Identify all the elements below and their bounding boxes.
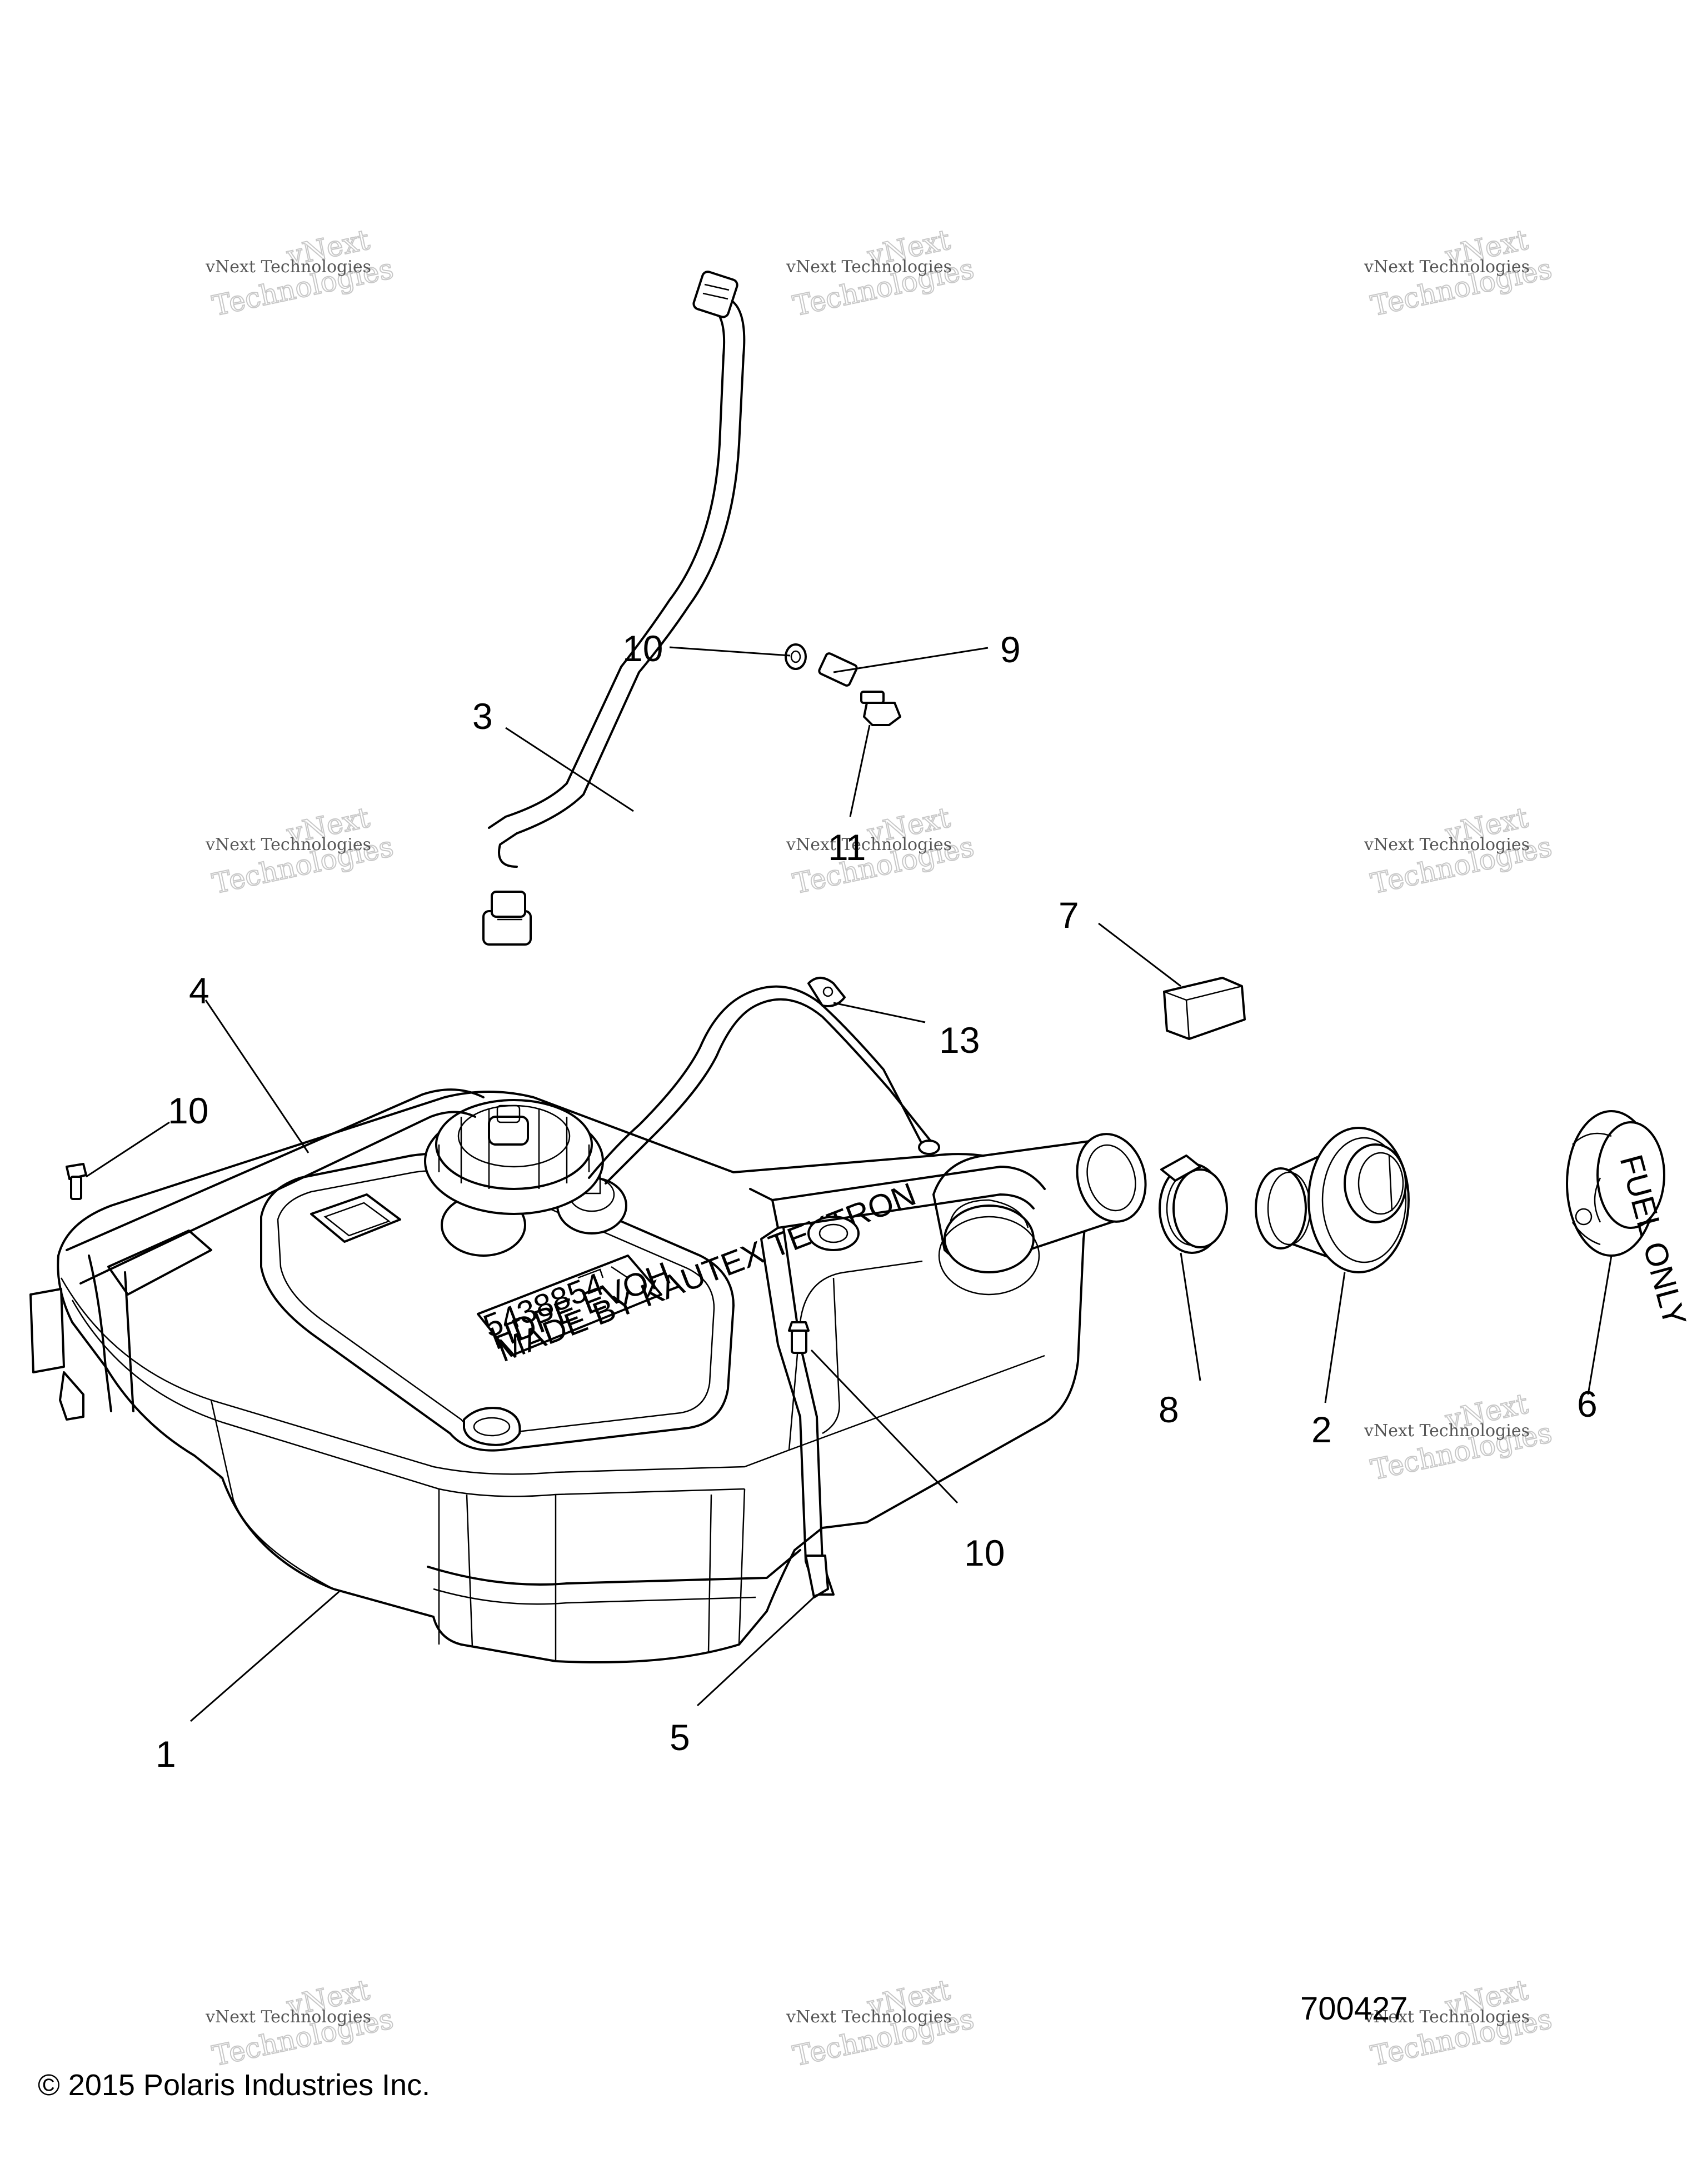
watermark: Technologies vNext vNext Technologies (786, 223, 977, 323)
callout-10-left: 10 (168, 1090, 208, 1131)
hose-clip-part-13 (807, 977, 846, 1007)
push-nut-part-12 (785, 643, 807, 670)
callout-6: 6 (1577, 1383, 1598, 1425)
hose-clamp-part-8 (1159, 1155, 1228, 1254)
strap-part-5 (749, 1166, 1046, 1598)
watermark: Technologies vNext vNext Technologies (1364, 801, 1555, 901)
leader-lines (86, 646, 1613, 1722)
copyright-notice: © 2015 Polaris Industries Inc. (38, 2068, 431, 2102)
bolt-part-10-left (66, 1163, 87, 1200)
watermark: Technologies vNext vNext Technologies (1364, 223, 1555, 323)
watermark: Technologies vNext vNext Technologies (205, 1973, 397, 2073)
svg-text:vNext Technologies: vNext Technologies (1364, 835, 1530, 854)
callout-2: 2 (1311, 1409, 1332, 1450)
fuel-cap-part-6: FUEL ONLY (1566, 1110, 1693, 1330)
callout-4: 4 (189, 970, 209, 1011)
callout-3: 3 (472, 696, 493, 737)
svg-text:vNext Technologies: vNext Technologies (1364, 1421, 1530, 1441)
callout-7: 7 (1059, 894, 1079, 936)
callout-10-right: 10 (964, 1532, 1005, 1573)
svg-text:vNext Technologies: vNext Technologies (205, 257, 371, 277)
callout-5: 5 (670, 1717, 690, 1758)
pad-part-7 (1163, 977, 1246, 1040)
callout-labels: 10 9 3 11 7 13 4 10 10 8 2 6 1 5 (156, 628, 1598, 1775)
svg-text:vNext Technologies: vNext Technologies (786, 2007, 952, 2027)
watermark: Technologies vNext vNext Technologies (786, 801, 977, 901)
watermark: Technologies vNext vNext Technologies (786, 1973, 977, 2073)
figure-number: 700427 (1300, 1991, 1408, 2027)
callout-13: 13 (939, 1019, 980, 1061)
callout-11: 11 (828, 827, 866, 868)
filler-neck-part-2 (1255, 1127, 1410, 1273)
fuel-tank-part-1: 5438854 HDPE EVOH MADE BY KAUTEX TEXTRON (29, 985, 1147, 1663)
svg-text:vNext Technologies: vNext Technologies (786, 257, 952, 277)
callout-12: 10 (622, 628, 663, 669)
watermark: Technologies vNext vNext Technologies (205, 801, 397, 901)
strap-part-4 (66, 1088, 485, 1412)
svg-text:vNext Technologies: vNext Technologies (1364, 257, 1530, 277)
svg-text:vNext Technologies: vNext Technologies (786, 835, 952, 854)
svg-text:vNext Technologies: vNext Technologies (1364, 2007, 1530, 2027)
vent-hose-part-3 (482, 271, 858, 946)
push-rivet-part-11 (860, 691, 901, 726)
callout-9: 9 (1000, 629, 1021, 670)
svg-text:vNext Technologies: vNext Technologies (205, 835, 371, 854)
callout-1: 1 (156, 1733, 176, 1775)
callout-8: 8 (1159, 1389, 1179, 1430)
watermark: Technologies vNext vNext Technologies (205, 223, 397, 323)
watermark: Technologies vNext vNext Technologies (1364, 1973, 1555, 2073)
watermark: Technologies vNext vNext Technologies (1364, 1387, 1555, 1487)
svg-text:vNext Technologies: vNext Technologies (205, 2007, 371, 2027)
